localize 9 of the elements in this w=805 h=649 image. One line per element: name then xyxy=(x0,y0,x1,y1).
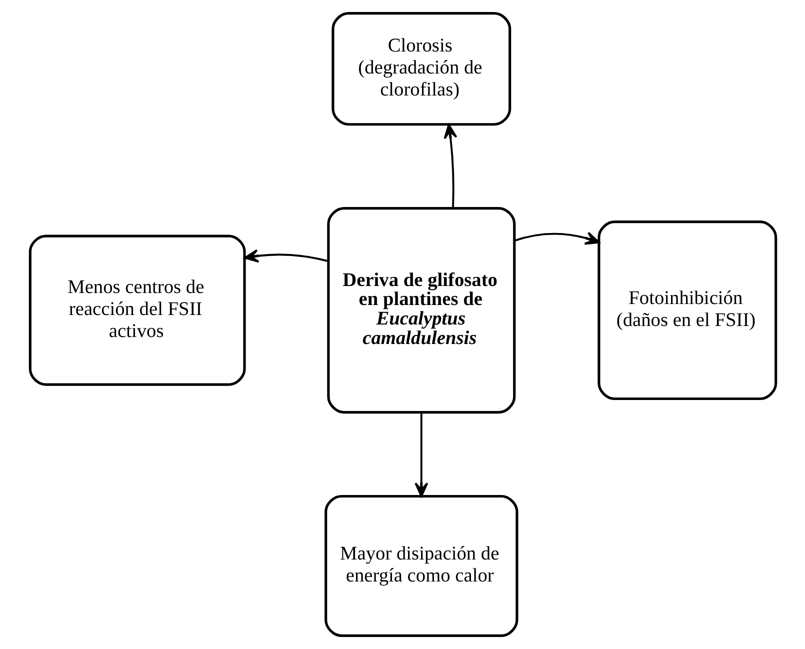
arrow xyxy=(514,232,600,245)
arrow xyxy=(244,249,328,263)
node-box: Mayor disipación de energía como calor xyxy=(324,494,518,637)
node-box: Deriva de glifosato en plantines de Eucalyptus camaldulensis xyxy=(326,207,516,414)
node-box: Clorosis (degradación de clorofilas) xyxy=(331,12,511,126)
node-box: Fotoinhibición (daños en el FSII) xyxy=(597,220,777,400)
node-box: Menos centros de reacción del FSII activos xyxy=(28,234,246,386)
arrow xyxy=(443,124,457,208)
arrow xyxy=(414,412,428,498)
